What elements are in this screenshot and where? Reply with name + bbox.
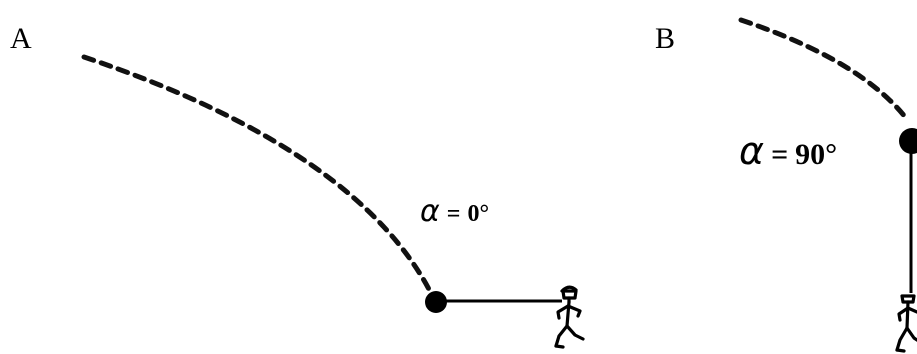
panel-b-label: B [655,22,675,55]
panel-b-angle-label: α = 90° [739,129,837,173]
panel-b-walker-figure [895,294,917,353]
panel-b-angle-value: 90° [795,138,837,171]
panel-b-alpha-symbol: α [739,129,764,173]
panel-b-trajectory-path [738,17,909,121]
panel-a-alpha-symbol: α [420,194,440,229]
panel-a-equals-sign: = [447,201,461,227]
panel-a-angle-value: 0° [467,201,489,227]
panel-b-ball [899,128,917,154]
panel-a-angle-label: α = 0° [420,194,489,229]
panel-a: A α = 0° [10,22,585,349]
panel-b: B α = 90° [655,17,917,353]
panel-b-equals-sign: = [771,138,788,171]
panel-a-trajectory-path [81,54,436,300]
panel-a-label: A [10,22,32,55]
panel-a-walker-figure [554,285,585,349]
panel-a-ball [425,291,447,313]
